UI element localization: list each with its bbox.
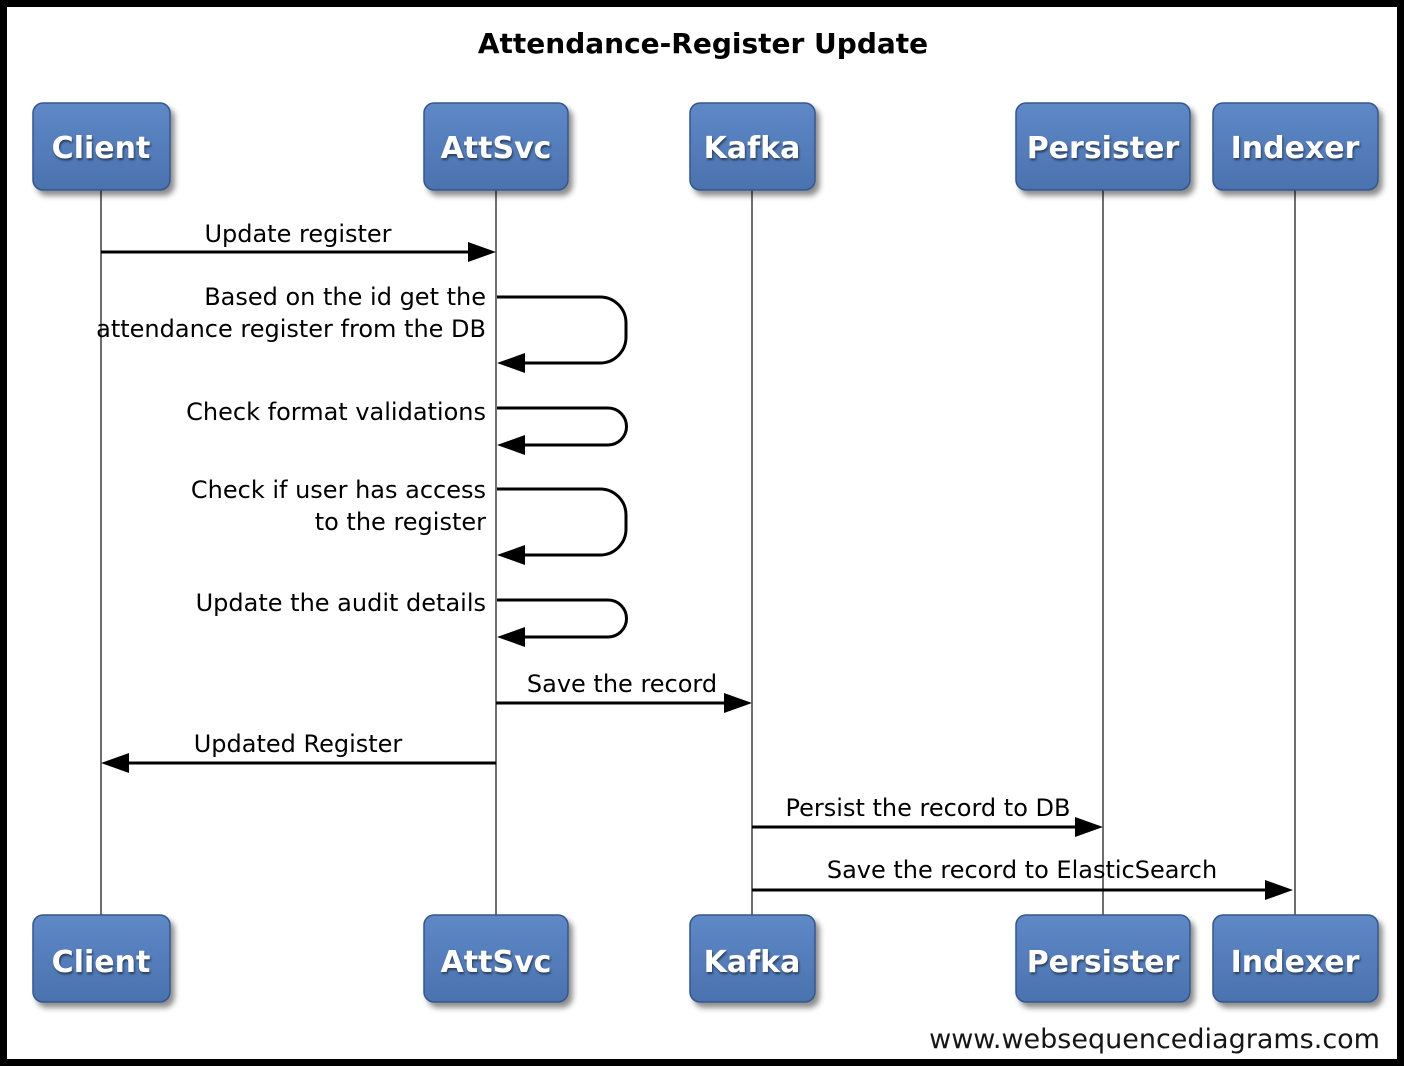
- actor-rect: [689, 914, 816, 1003]
- actor-label-kafka: Kafka: [704, 131, 801, 166]
- self-loop-path: [497, 406, 628, 447]
- actor-box-attsvc-top: AttSvc: [423, 102, 569, 191]
- message-label: Updated Register: [194, 730, 403, 758]
- actor-label-client: Client: [52, 945, 151, 980]
- actor-box-kafka-bottom: Kafka: [689, 914, 816, 1003]
- self-loop-path: [497, 598, 628, 639]
- actor-box-indexer-top: Indexer: [1212, 102, 1379, 191]
- actor-label-attsvc: AttSvc: [441, 945, 552, 980]
- arrow-left-icon: [497, 353, 525, 373]
- actor-rect: [689, 102, 816, 191]
- actor-label-kafka: Kafka: [704, 945, 801, 980]
- arrow-right-icon: [1075, 817, 1103, 837]
- actor-label-attsvc: AttSvc: [441, 131, 552, 166]
- message-label-line2: attendance register from the DB: [96, 315, 486, 343]
- message-label: Update the audit details: [196, 589, 486, 617]
- arrow-left-icon: [497, 435, 525, 455]
- actor-box-client-bottom: Client: [32, 914, 171, 1003]
- diagram-title: Attendance-Register Update: [478, 27, 928, 60]
- message-save-elasticsearch: Save the record to ElasticSearch: [752, 856, 1293, 900]
- actor-rect: [1015, 102, 1191, 191]
- arrow-left-icon: [497, 545, 525, 565]
- actor-rect: [32, 102, 171, 191]
- message-label: Save the record to ElasticSearch: [827, 856, 1217, 884]
- message-label: Update register: [204, 220, 391, 248]
- actor-label-indexer: Indexer: [1231, 945, 1360, 980]
- message-label: Save the record: [527, 670, 717, 698]
- message-persist-db: Persist the record to DB: [752, 794, 1103, 837]
- self-loop-path: [497, 295, 628, 365]
- actor-box-attsvc-bottom: AttSvc: [423, 914, 569, 1003]
- arrow-right-icon: [468, 242, 496, 262]
- actor-rect: [1212, 102, 1379, 191]
- actor-label-indexer: Indexer: [1231, 131, 1360, 166]
- actor-box-indexer-bottom: Indexer: [1212, 914, 1379, 1003]
- actor-label-persister: Persister: [1027, 945, 1180, 980]
- self-message-update-audit: Update the audit details: [196, 589, 628, 647]
- actor-rect: [423, 914, 569, 1003]
- self-message-check-access: Check if user has access to the register: [191, 476, 628, 565]
- message-label: Check format validations: [186, 398, 486, 426]
- message-label-line2: to the register: [315, 508, 486, 536]
- self-message-get-register: Based on the id get the attendance regis…: [96, 283, 628, 373]
- watermark: www.websequencediagrams.com: [929, 1024, 1380, 1055]
- actor-rect: [1212, 914, 1379, 1003]
- message-label-line1: Check if user has access: [191, 476, 486, 504]
- arrow-right-icon: [724, 693, 752, 713]
- actor-box-persister-top: Persister: [1015, 102, 1191, 191]
- message-label: Persist the record to DB: [786, 794, 1071, 822]
- message-label-line1: Based on the id get the: [204, 283, 486, 311]
- actor-box-persister-bottom: Persister: [1015, 914, 1191, 1003]
- arrow-left-icon: [497, 627, 525, 647]
- actor-rect: [32, 914, 171, 1003]
- message-updated-register: Updated Register: [101, 730, 496, 773]
- actor-box-client-top: Client: [32, 102, 171, 191]
- actor-rect: [1015, 914, 1191, 1003]
- actor-label-client: Client: [52, 131, 151, 166]
- self-message-check-format: Check format validations: [186, 398, 628, 455]
- actor-box-kafka-top: Kafka: [689, 102, 816, 191]
- message-update-register: Update register: [101, 220, 496, 262]
- actor-label-persister: Persister: [1027, 131, 1180, 166]
- arrow-left-icon: [101, 753, 129, 773]
- message-save-record: Save the record: [496, 670, 752, 713]
- actor-rect: [423, 102, 569, 191]
- arrow-right-icon: [1265, 880, 1293, 900]
- self-loop-path: [497, 487, 628, 557]
